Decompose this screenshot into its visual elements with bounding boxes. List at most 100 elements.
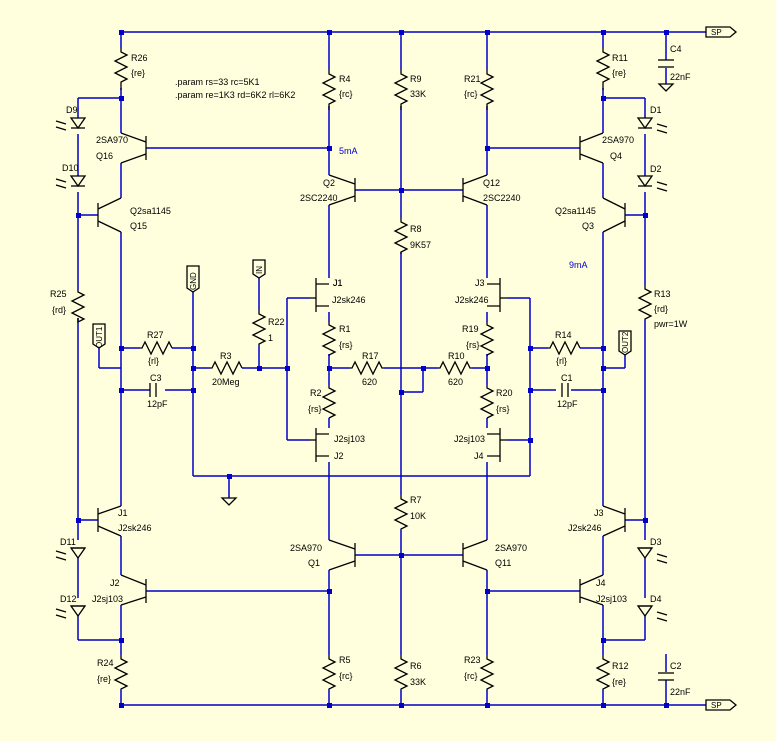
svg-text:J2sj103: J2sj103 [334,434,365,444]
svg-text:J1: J1 [118,508,128,518]
svg-text:10K: 10K [410,511,426,521]
svg-text:J3: J3 [594,508,604,518]
svg-text:D1: D1 [650,105,662,115]
svg-text:J2sk246: J2sk246 [332,295,366,305]
svg-text:{rl}: {rl} [556,356,567,366]
svg-text:J2sj103: J2sj103 [596,594,627,604]
svg-text:R12: R12 [612,661,629,671]
svg-text:2SC2240: 2SC2240 [483,193,521,203]
capacitor-c3: C3 12pF [147,373,168,409]
svg-text:12pF: 12pF [557,399,578,409]
resistor-r21: R21{rc} [464,70,495,110]
resistor-r19: R19 {rs} [462,322,495,356]
svg-text:GND: GND [189,272,198,290]
svg-text:620: 620 [448,377,463,387]
svg-text:9K57: 9K57 [410,240,431,250]
svg-text:R10: R10 [448,351,465,361]
svg-text:R3: R3 [220,351,232,361]
svg-text:{rc}: {rc} [339,671,353,681]
resistor-r13: R13{rd}pwr=1W [637,285,688,329]
diode-d4: D4 [636,594,668,622]
svg-text:C3: C3 [150,373,162,383]
resistor-r12: R12 {re} [595,655,629,690]
svg-text:J2sk246: J2sk246 [118,523,152,533]
svg-text:R5: R5 [339,655,351,665]
svg-text:J2sj103: J2sj103 [454,434,485,444]
svg-text:OUT2: OUT2 [621,331,630,353]
diode-d12: D12 [55,594,87,619]
svg-text:R23: R23 [464,655,481,665]
port-sp-bottom: SP [705,699,738,711]
port-gnd: GND [186,265,200,293]
svg-text:J4: J4 [474,451,484,461]
svg-text:Q1: Q1 [308,558,320,568]
svg-text:R8: R8 [410,224,422,234]
svg-text:R13: R13 [654,289,671,299]
svg-text:D12: D12 [60,594,77,604]
svg-text:{re}: {re} [612,677,626,687]
svg-text:C2: C2 [670,661,682,671]
svg-text:{rl}: {rl} [148,356,159,366]
diode-d1: D1 [636,105,668,134]
svg-text:D10: D10 [62,163,79,173]
svg-text:{rd}: {rd} [654,304,668,314]
svg-text:{re}: {re} [97,674,111,684]
svg-text:R14: R14 [555,330,572,340]
svg-text:SP: SP [711,28,722,37]
ground-symbol-c4 [657,83,675,92]
resistor-r27: R27{rl} [140,330,173,366]
svg-text:{rs}: {rs} [466,340,480,350]
svg-text:R20: R20 [496,388,513,398]
svg-text:J1: J1 [333,278,343,288]
svg-text:{rc}: {rc} [464,671,478,681]
svg-text:D11: D11 [60,537,76,547]
ground-symbol-main [220,497,238,506]
junctions [76,30,669,708]
svg-text:R26: R26 [131,53,148,63]
resistor-r25: R25{rd} [50,289,86,324]
svg-text:R19: R19 [462,324,479,334]
capacitor-c4: C4 22nF [658,44,691,82]
svg-text:J2sk246: J2sk246 [568,523,602,533]
svg-text:D4: D4 [650,594,662,604]
svg-text:22nF: 22nF [670,72,691,82]
resistor-r7: R7 10K [393,495,426,530]
resistor-r8: R8 9K57 [393,218,431,254]
resistor-r4: R4{rc} [321,70,353,110]
svg-text:C4: C4 [670,44,682,54]
svg-text:SP: SP [711,701,722,710]
capacitor-c2: C2 22nF [658,661,691,697]
svg-text:Q3: Q3 [582,221,594,231]
svg-text:R6: R6 [410,661,422,671]
svg-text:R24: R24 [97,658,114,668]
svg-text:{rc}: {rc} [339,89,353,99]
svg-text:J3: J3 [475,278,485,288]
svg-text:{rc}: {rc} [464,89,478,99]
svg-text:33K: 33K [410,89,426,99]
svg-text:{rs}: {rs} [308,404,322,414]
svg-text:{rs}: {rs} [339,340,353,350]
svg-text:R7: R7 [410,495,422,505]
svg-text:J2sj103: J2sj103 [92,594,123,604]
svg-text:R11: R11 [612,53,628,63]
svg-text:2SA970: 2SA970 [602,135,634,145]
svg-text:22nF: 22nF [670,687,691,697]
svg-text:Q2: Q2 [323,178,335,188]
svg-text:Q4: Q4 [610,151,622,161]
svg-text:R22: R22 [268,317,285,327]
svg-text:12pF: 12pF [147,399,168,409]
svg-text:R1: R1 [339,324,351,334]
svg-text:2SA970: 2SA970 [96,135,128,145]
svg-text:R9: R9 [410,74,422,84]
